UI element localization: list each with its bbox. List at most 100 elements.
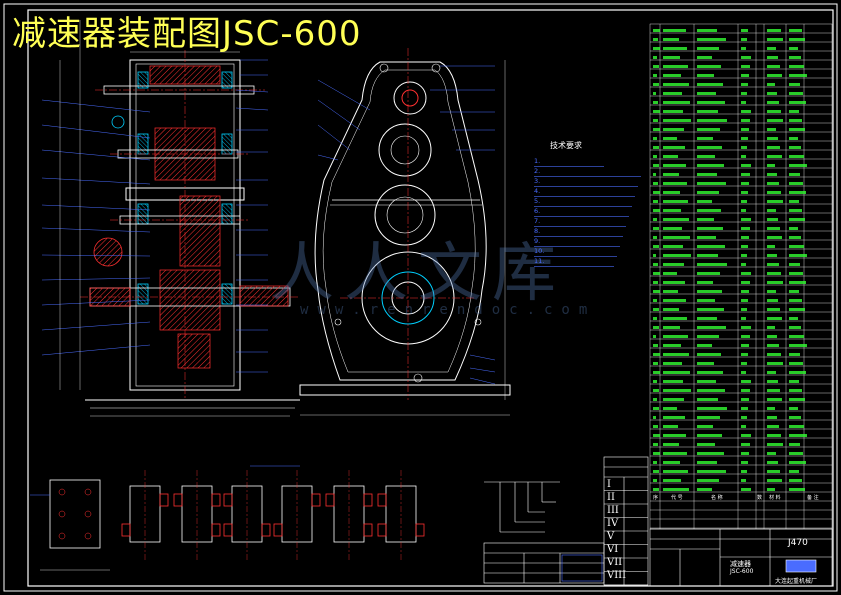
bom-cell-mark (789, 371, 806, 374)
bom-cell-mark (741, 65, 750, 68)
bom-cell-mark (653, 470, 659, 473)
bom-cell-mark (653, 272, 660, 275)
bom-cell-mark (697, 353, 721, 356)
bom-cell-mark (767, 83, 775, 86)
bom-cell-mark (663, 110, 683, 113)
bom-cell-mark (653, 227, 659, 230)
bom-cell-mark (653, 488, 659, 491)
bom-cell-mark (767, 452, 776, 455)
bom-row (651, 208, 831, 213)
bom-cell-mark (789, 74, 807, 77)
bom-cell-mark (653, 137, 657, 140)
bom-row (651, 145, 831, 150)
bom-cell-mark (653, 434, 660, 437)
bom-cell-mark (741, 29, 748, 32)
bom-cell-mark (697, 272, 720, 275)
bom-cell-mark (697, 119, 727, 122)
bom-row (651, 28, 831, 33)
bom-cell-mark (767, 47, 776, 50)
tech-requirement-line: 6. (534, 207, 629, 217)
bom-cell-mark (767, 479, 782, 482)
bom-cell-mark (663, 29, 686, 32)
bom-cell-mark (767, 299, 778, 302)
bom-row (651, 334, 831, 339)
drawing-model: JSC-600 (730, 568, 754, 575)
bom-cell-mark (653, 308, 659, 311)
bom-row (651, 343, 831, 348)
bom-table: 序 代 号 名 称 数 材 料 备 注 (651, 26, 831, 526)
bom-cell-mark (789, 65, 804, 68)
bom-cell-mark (653, 335, 656, 338)
mounting-variant (377, 470, 425, 560)
bom-cell-mark (663, 362, 682, 365)
bom-cell-mark (741, 245, 748, 248)
bom-cell-mark (697, 335, 719, 338)
bom-cell-mark (789, 254, 807, 257)
bom-cell-mark (697, 200, 712, 203)
bom-row (651, 82, 831, 87)
bom-cell-mark (663, 92, 682, 95)
bom-cell-mark (653, 173, 656, 176)
bom-cell-mark (789, 452, 803, 455)
bom-cell-mark (789, 146, 801, 149)
mounting-variant (273, 470, 321, 560)
tech-requirement-line: 1. (534, 157, 604, 167)
bom-cell-mark (767, 146, 780, 149)
bom-cell-mark (789, 443, 800, 446)
bom-cell-mark (653, 191, 660, 194)
bom-cell-mark (789, 173, 800, 176)
bom-cell-mark (663, 461, 680, 464)
bom-cell-mark (767, 344, 779, 347)
bom-cell-mark (741, 236, 749, 239)
bom-cell-mark (697, 110, 718, 113)
bom-cell-mark (653, 452, 660, 455)
bom-row (651, 388, 831, 393)
bom-cell-mark (789, 209, 802, 212)
bom-row (651, 280, 831, 285)
bom-cell-mark (663, 227, 682, 230)
drawing-frame (3, 3, 838, 592)
bom-cell-mark (767, 443, 783, 446)
bom-cell-mark (789, 407, 798, 410)
bom-cell-mark (697, 182, 726, 185)
bom-cell-mark (663, 416, 685, 419)
bom-cell-mark (697, 317, 717, 320)
bom-cell-mark (697, 416, 720, 419)
bom-cell-mark (653, 92, 656, 95)
bom-cell-mark (653, 407, 659, 410)
bom-cell-mark (663, 434, 686, 437)
bom-cell-mark (663, 200, 688, 203)
bom-cell-mark (789, 83, 800, 86)
tech-requirement-line: 8. (534, 227, 623, 237)
bom-cell-mark (789, 155, 804, 158)
bom-cell-mark (767, 371, 776, 374)
bom-cell-mark (789, 434, 807, 437)
bom-cell-mark (663, 470, 688, 473)
bom-cell-mark (741, 191, 748, 194)
bom-cell-mark (767, 191, 781, 194)
bom-header-no: 序 (653, 495, 659, 501)
side-view (299, 48, 511, 416)
bom-cell-mark (767, 137, 778, 140)
bom-row (651, 226, 831, 231)
bom-row (651, 469, 831, 474)
bom-cell-mark (767, 119, 783, 122)
bom-cell-mark (767, 92, 777, 95)
bom-row (651, 316, 831, 321)
bom-cell-mark (741, 209, 746, 212)
bom-cell-mark (767, 200, 783, 203)
bom-cell-mark (767, 227, 780, 230)
bom-cell-mark (663, 83, 689, 86)
bom-cell-mark (697, 56, 712, 59)
bom-cell-mark (653, 245, 659, 248)
tech-requirement-line: 11. (534, 257, 614, 267)
bom-row (651, 181, 831, 186)
bom-cell-mark (663, 380, 683, 383)
bom-cell-mark (767, 317, 782, 320)
mounting-variant (173, 470, 221, 560)
bom-cell-mark (789, 299, 802, 302)
bom-cell-mark (697, 290, 722, 293)
bom-row (651, 100, 831, 105)
bom-row (651, 406, 831, 411)
bom-cell-mark (653, 461, 657, 464)
